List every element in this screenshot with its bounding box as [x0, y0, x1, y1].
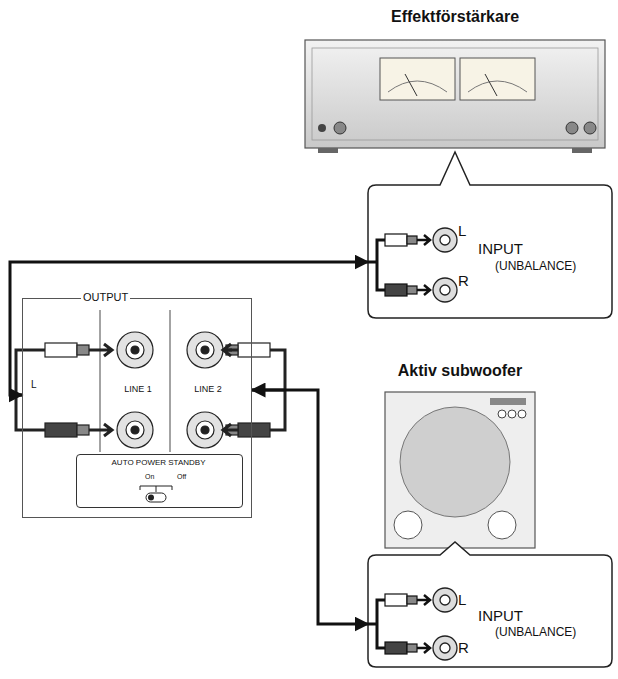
- rear-panel-parts: [16, 310, 285, 502]
- label-text: INPUT: [478, 607, 523, 624]
- switch-panel: AUTO POWER STANDBY On Off: [76, 454, 243, 508]
- label-text: L: [29, 379, 39, 391]
- callout-box: L R INPUT (UNBALANCE): [368, 555, 612, 667]
- callout-box: L R INPUT (UNBALANCE): [368, 185, 612, 318]
- label-text: OUTPUT: [81, 291, 130, 304]
- device-box: Effektförstärkare: [305, 40, 605, 148]
- label-text: R: [458, 639, 469, 656]
- subwoofer-drawing: [385, 392, 535, 548]
- cable: [10, 262, 368, 395]
- label-text: (UNBALANCE): [495, 626, 576, 640]
- label-text: L: [458, 591, 466, 608]
- label-text: Aktiv subwoofer: [325, 362, 595, 380]
- label-text: On: [145, 473, 154, 481]
- rear-panel: OUTPUTLLINE 1LINE 2AUTO POWER STANDBYOnO…: [22, 298, 252, 518]
- label-text: Off: [177, 473, 186, 481]
- callout-outline: [368, 152, 612, 318]
- cable: [252, 390, 368, 624]
- callout-outline: [368, 542, 612, 667]
- label-text: LINE 1: [107, 384, 169, 394]
- label-text: (UNBALANCE): [495, 260, 576, 274]
- label-text: Effektförstärkare: [305, 8, 605, 26]
- label-text: LINE 2: [177, 384, 239, 394]
- rca-jacks: [433, 228, 457, 660]
- label-text: R: [458, 272, 469, 289]
- label-text: INPUT: [478, 240, 523, 257]
- device-box: Aktiv subwoofer: [385, 392, 535, 548]
- label-text: L: [458, 222, 466, 239]
- amplifier-drawing: [305, 40, 605, 153]
- label-text: AUTO POWER STANDBY: [77, 458, 240, 467]
- rca-plugs: [368, 234, 430, 654]
